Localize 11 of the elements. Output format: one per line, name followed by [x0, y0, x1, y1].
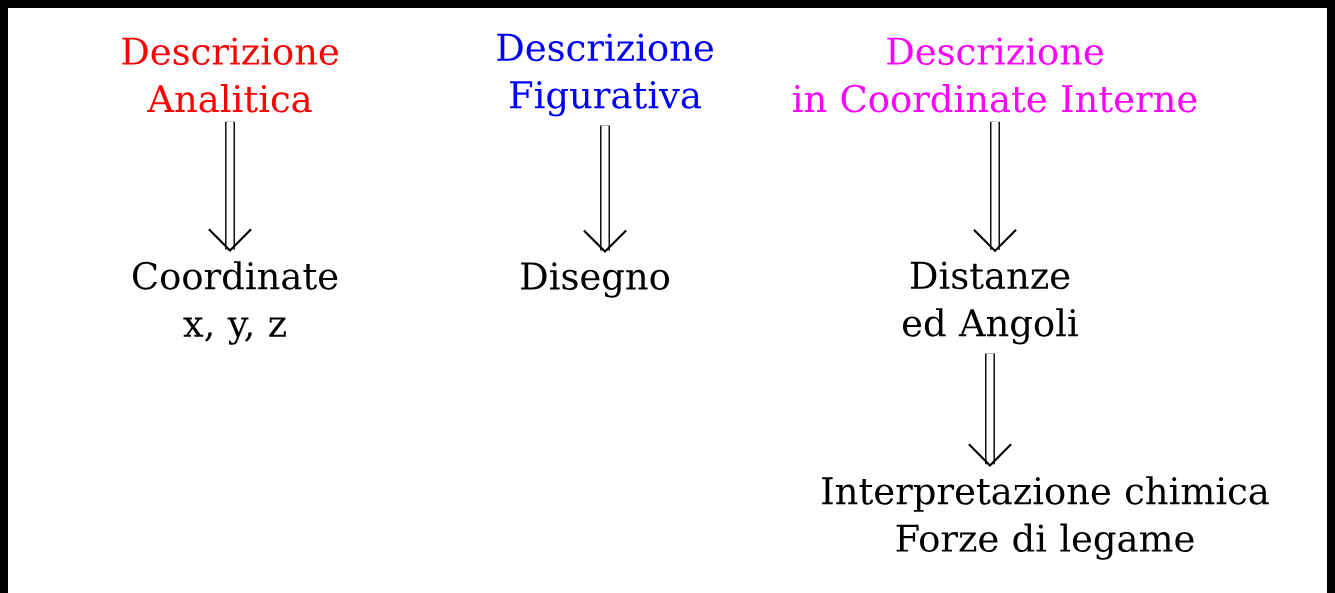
double-arrow: [973, 121, 1017, 253]
text-label: Coordinate x, y, z: [133, 261, 338, 345]
text-label: Distanze ed Angoli: [903, 261, 1078, 345]
text-label: Disegno: [521, 262, 669, 298]
text-label: Descrizione Analitica: [122, 37, 338, 113]
double-arrow: [583, 125, 627, 254]
double-arrow: [208, 121, 252, 252]
text-label: Descrizione in Coordinate Interne: [793, 37, 1197, 113]
text-label: Interpretazione chimica Forze di legame: [822, 476, 1269, 560]
double-arrow: [968, 353, 1012, 467]
text-label: Descrizione Figurativa: [497, 33, 713, 117]
